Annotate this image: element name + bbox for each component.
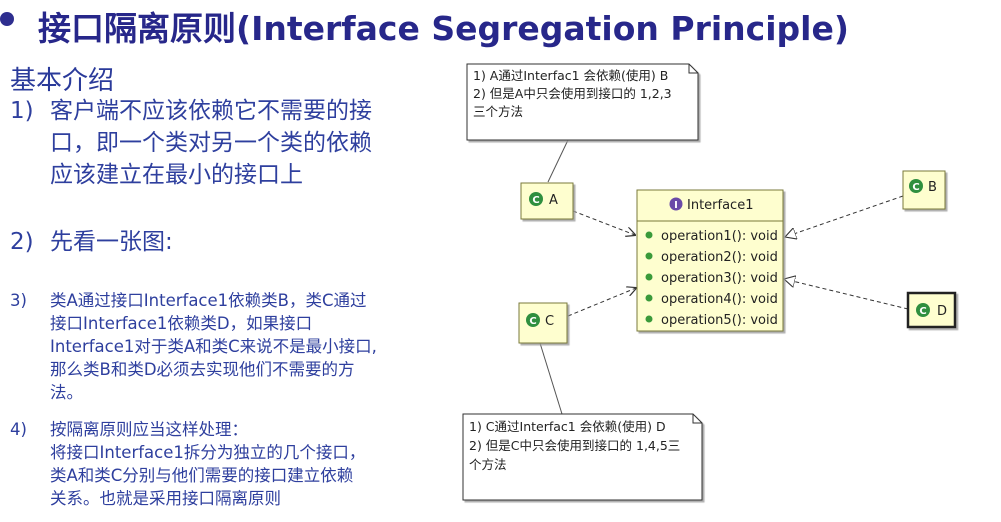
- realization-d: [784, 279, 909, 310]
- svg-text:C: C: [529, 316, 536, 327]
- method-dot: [645, 294, 653, 302]
- interface-method: operation1(): void: [661, 229, 778, 244]
- svg-text:C: C: [919, 306, 926, 317]
- interface-method: operation2(): void: [661, 250, 778, 265]
- method-dot: [645, 273, 653, 281]
- class-c[interactable]: C C: [518, 302, 568, 344]
- class-icon: C: [529, 192, 543, 206]
- point-number: 1): [10, 98, 34, 124]
- method-dot: [645, 231, 653, 239]
- point-line: 先看一张图:: [50, 229, 173, 255]
- dependency-c: [567, 288, 636, 317]
- point-line: 关系。也就是采用接口隔离原则: [50, 489, 281, 508]
- point-line: 口，即一个类对另一个类的依赖: [50, 130, 372, 156]
- page-title: 接口隔离原则(Interface Segregation Principle): [38, 9, 849, 48]
- note-c-line: 个方法: [469, 457, 507, 472]
- svg-text:C: C: [912, 182, 919, 193]
- point-line: 应该建立在最小的接口上: [50, 162, 303, 188]
- svg-text:I: I: [674, 200, 678, 211]
- point-1: 1) 客户端不应该依赖它不需要的接 口，即一个类对另一个类的依赖 应该建立在最小…: [10, 95, 450, 195]
- class-label: D: [937, 304, 947, 319]
- point-line: 类A通过接口Interface1依赖类B，类C通过: [50, 291, 367, 310]
- dependency-a: [572, 210, 635, 235]
- class-a[interactable]: C A: [520, 182, 574, 220]
- point-line: 按隔离原则应当这样处理：: [50, 420, 248, 439]
- point-number: 3): [10, 291, 27, 310]
- note-c-line: 2) 但是C中只会使用到接口的 1,4,5三: [469, 438, 680, 453]
- point-number: 4): [10, 420, 27, 439]
- interface-name: Interface1: [687, 198, 753, 213]
- point-number: 2): [10, 229, 34, 255]
- note-a: [466, 63, 699, 141]
- section-heading: 基本介绍: [10, 66, 115, 96]
- point-line: 法。: [50, 383, 83, 402]
- class-icon: C: [909, 179, 923, 193]
- note-a-line: 三个方法: [473, 104, 523, 119]
- interface-icon: I: [669, 197, 683, 211]
- class-icon: C: [526, 313, 540, 327]
- interface-box[interactable]: I Interface1 operation1(): void operatio…: [636, 189, 784, 332]
- note-c-line: 1) C通过Interfac1 会依赖(使用) D: [469, 419, 666, 434]
- class-label: C: [545, 314, 554, 329]
- class-label: A: [549, 193, 558, 208]
- point-line: Interface1对于类A和类C来说不是最小接口,: [50, 337, 377, 356]
- note-c: [462, 413, 703, 501]
- point-line: 那么类B和类D必须去实现他们不需要的方: [50, 360, 355, 379]
- point-line: 接口Interface1依赖类D，如果接口: [50, 314, 313, 333]
- note-a-line: 1) A通过Interfac1 会依赖(使用) B: [473, 68, 668, 83]
- point-line: 将接口Interface1拆分为独立的几个接口，: [50, 443, 366, 462]
- class-d[interactable]: C D: [906, 291, 957, 329]
- interface-method: operation4(): void: [661, 292, 778, 307]
- point-3: 3) 类A通过接口Interface1依赖类B，类C通过 接口Interface…: [10, 289, 455, 409]
- point-line: 类A和类C分别与他们需要的接口建立依赖: [50, 466, 354, 485]
- note-c-anchor: [539, 342, 563, 415]
- point-4: 4) 按隔离原则应当这样处理： 将接口Interface1拆分为独立的几个接口，…: [10, 418, 455, 518]
- method-dot: [645, 252, 653, 260]
- method-dot: [645, 315, 653, 323]
- bullet-dot: [0, 12, 14, 26]
- class-icon: C: [916, 303, 930, 317]
- interface-method: operation3(): void: [661, 271, 778, 286]
- interface-method: operation5(): void: [661, 313, 778, 328]
- class-label: B: [928, 180, 937, 195]
- realization-b: [785, 195, 904, 237]
- point-line: 客户端不应该依赖它不需要的接: [50, 98, 372, 124]
- point-2: 2) 先看一张图:: [10, 226, 310, 260]
- svg-text:C: C: [532, 195, 539, 206]
- class-b[interactable]: C B: [902, 170, 946, 210]
- title-row: 接口隔离原则(Interface Segregation Principle): [0, 0, 1001, 48]
- note-a-line: 2) 但是A中只会使用到接口的 1,2,3: [473, 86, 672, 101]
- note-a-anchor: [547, 139, 569, 183]
